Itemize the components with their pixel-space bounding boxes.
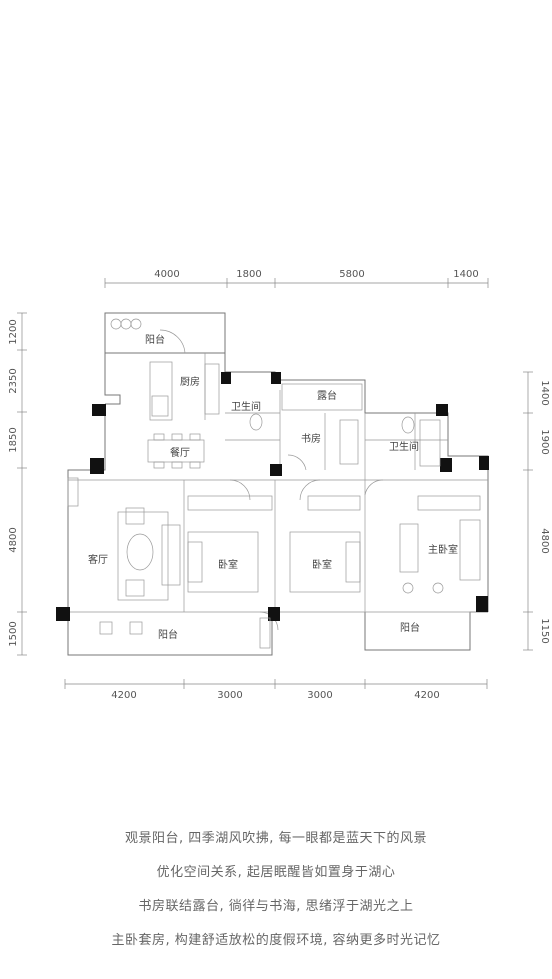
dim-top-1: 4000 (154, 269, 179, 280)
dim-left-5: 1500 (8, 621, 19, 646)
label-master-bedroom: 主卧室 (428, 543, 458, 556)
dim-right-2: 1900 (539, 429, 550, 454)
dim-right-1: 1400 (539, 380, 550, 405)
furniture (67, 318, 481, 649)
label-bedroom-1: 卧室 (218, 558, 238, 571)
top-dimension-line: 4000 1800 5800 1400 (104, 269, 489, 288)
label-bath-1: 卫生间 (231, 400, 261, 413)
left-dimension-line: 1200 2350 1850 4800 1500 (8, 312, 27, 656)
dim-top-4: 1400 (453, 269, 478, 280)
dim-left-2: 2350 (8, 368, 19, 393)
walls (67, 312, 489, 656)
label-balcony-south: 阳台 (158, 628, 178, 641)
label-balcony-north: 阳台 (145, 333, 165, 346)
label-kitchen: 厨房 (180, 375, 200, 388)
dim-right-3: 4800 (539, 528, 550, 553)
room-labels: 阳台 厨房 卫生间 露台 书房 卫生间 餐厅 客厅 卧室 卧室 主卧室 阳台 阳… (88, 333, 458, 641)
dim-left-4: 4800 (8, 527, 19, 552)
label-dining: 餐厅 (170, 446, 190, 459)
dim-bottom-4: 4200 (414, 690, 439, 701)
dim-bottom-1: 4200 (111, 690, 136, 701)
label-terrace: 露台 (317, 389, 337, 402)
caption-line-4: 主卧套房, 构建舒适放松的度假环境, 容纳更多时光记忆 (111, 933, 441, 948)
label-balcony-master: 阳台 (400, 621, 420, 634)
bottom-dimension-line: 4200 3000 3000 4200 (64, 679, 488, 701)
caption-line-2: 优化空间关系, 起居眠醒皆如置身于湖心 (156, 865, 396, 880)
label-bedroom-2: 卧室 (312, 558, 332, 571)
caption-line-3: 书房联结露台, 徜徉与书海, 思绪浮于湖光之上 (138, 899, 414, 914)
dim-top-3: 5800 (339, 269, 364, 280)
dim-left-1: 1200 (8, 319, 19, 344)
dim-bottom-3: 3000 (307, 690, 332, 701)
label-living: 客厅 (88, 553, 108, 566)
label-bath-2: 卫生间 (389, 440, 419, 453)
dim-left-3: 1850 (8, 427, 19, 452)
dim-top-2: 1800 (236, 269, 261, 280)
caption-block: 观景阳台, 四季湖风吹拂, 每一眼都是蓝天下的风景 优化空间关系, 起居眠醒皆如… (0, 822, 552, 958)
dim-right-4: 1150 (539, 618, 550, 643)
structural-columns (56, 372, 489, 621)
dim-bottom-2: 3000 (217, 690, 242, 701)
caption-line-1: 观景阳台, 四季湖风吹拂, 每一眼都是蓝天下的风景 (124, 831, 428, 846)
floor-plan: 4000 1800 5800 1400 4200 3000 3000 4200 … (8, 269, 550, 701)
right-dimension-line: 1400 1900 4800 1150 (523, 371, 550, 651)
label-study: 书房 (301, 432, 321, 445)
